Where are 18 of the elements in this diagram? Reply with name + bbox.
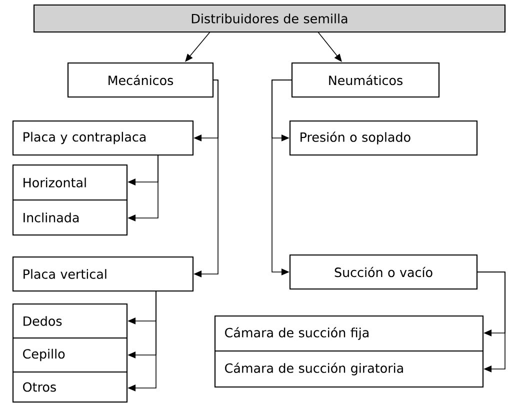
subtype-box: Horizontal — [12, 164, 128, 201]
arrow — [272, 80, 292, 276]
type-box: Succión o vacío — [289, 254, 478, 290]
subtype-box: Cámara de succión giratoria — [214, 350, 484, 388]
category-box: Neumáticos — [291, 62, 440, 98]
category-box: Mecánicos — [67, 62, 214, 98]
arrow — [318, 32, 342, 62]
type-box: Placa vertical — [12, 256, 194, 292]
subtype-box: Cámara de succión fija — [214, 315, 484, 352]
subtype-box: Cepillo — [12, 337, 128, 373]
arrow — [477, 272, 506, 372]
type-box: Presión o soplado — [289, 120, 478, 156]
subtype-box: Dedos — [12, 303, 128, 339]
type-box: Placa y contraplaca — [12, 120, 194, 156]
title-box: Distribuidores de semilla — [33, 4, 506, 33]
arrow — [185, 32, 210, 62]
subtype-box: Inclinada — [12, 199, 128, 236]
subtype-box: Otros — [12, 371, 128, 403]
